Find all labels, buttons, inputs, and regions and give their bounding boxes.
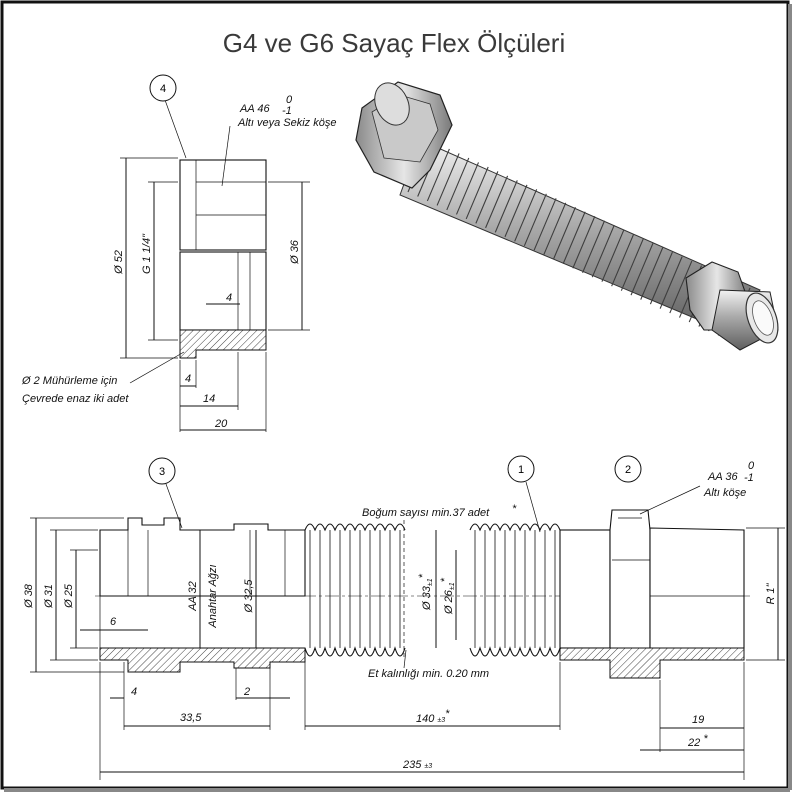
wall-thickness-note: Et kalınlığı min. 0.20 mm [368, 668, 489, 680]
dim-22: 22 * [687, 733, 708, 749]
balloon-4: 4 [149, 74, 177, 102]
dim-6: 6 [110, 616, 117, 628]
balloon-3: 3 [148, 457, 176, 485]
nut-tol-lower: -1 [282, 105, 292, 117]
dim-2: 2 [243, 686, 250, 698]
dim-4-top: 4 [226, 292, 232, 304]
nut-spec-label: AA 46 [239, 103, 270, 115]
dim-r1-thread: R 1" [765, 582, 777, 604]
dim-19: 19 [692, 714, 704, 726]
dim-dia-38: Ø 38 [23, 583, 35, 609]
svg-text:4: 4 [160, 83, 166, 95]
detail-view-part-4 [120, 99, 310, 432]
nut2-shape-note: Altı köşe [703, 487, 746, 499]
dim-dia-32-5: Ø 32,5 [243, 579, 255, 614]
seal-note-1: Ø 2 Mühürleme için [21, 375, 117, 387]
seal-note-2: Çevrede enaz iki adet [22, 393, 129, 405]
nut-tol-upper: 0 [286, 94, 293, 106]
dim-20: 20 [214, 418, 228, 430]
dim-dia-31: Ø 31 [43, 584, 55, 609]
dim-33-5: 33,5 [180, 712, 202, 724]
svg-text:1: 1 [518, 464, 524, 476]
dim-235: 235 ±3 [402, 759, 432, 771]
svg-text:3: 3 [159, 466, 165, 478]
dim-140: 140 ±3* [416, 708, 450, 725]
dim-dia-52: Ø 52 [113, 250, 125, 275]
nut2-tol-upper: 0 [748, 460, 755, 472]
balloon-1: 1 [507, 455, 535, 483]
flex-hose-3d-render [355, 81, 779, 351]
dim-dia-26: Ø 26±1* [439, 577, 456, 615]
main-section-view [30, 481, 785, 780]
dim-dia-33: Ø 33±1* [417, 573, 434, 611]
convolution-star: * [512, 503, 517, 515]
dim-thread-g114: G 1 1/4" [141, 233, 153, 274]
nut2-tol-lower: -1 [744, 472, 754, 484]
dim-4-bottom: 4 [185, 373, 191, 385]
dim-dia-36: Ø 36 [289, 239, 301, 265]
nut2-spec-label: AA 36 [707, 471, 738, 483]
svg-text:2: 2 [625, 464, 631, 476]
dim-aa-32: AA 32 [187, 581, 199, 612]
dim-dia-25: Ø 25 [63, 583, 75, 609]
convolution-count-note: Boğum sayısı min.37 adet [362, 507, 490, 519]
balloon-2: 2 [614, 455, 642, 483]
dim-14: 14 [203, 393, 215, 405]
dim-4: 4 [131, 686, 137, 698]
nut-shape-note: Altı veya Sekiz köşe [237, 117, 336, 129]
wrench-label: Anahtar Ağzı [207, 564, 219, 628]
page-title: G4 ve G6 Sayaç Flex Ölçüleri [222, 28, 566, 58]
